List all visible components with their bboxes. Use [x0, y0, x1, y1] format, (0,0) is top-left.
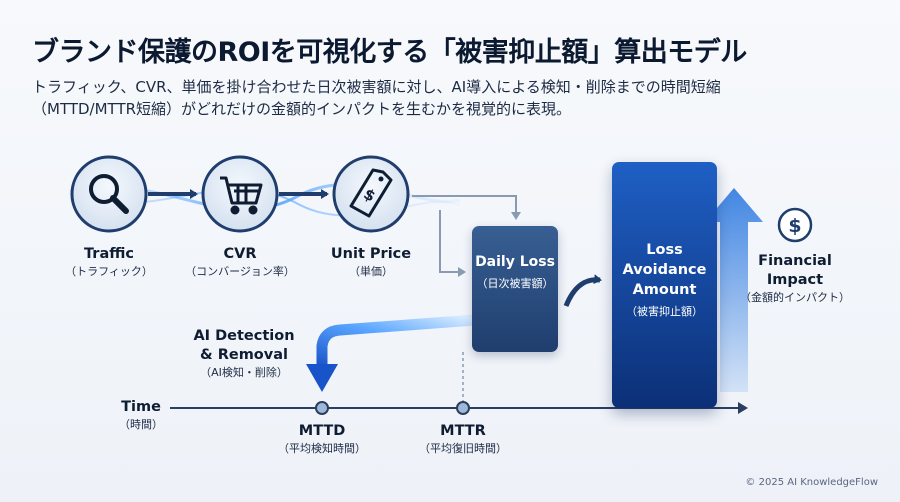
cvr-label: CVR （コンバージョン率） — [180, 245, 300, 280]
unit-price-label: Unit Price （単価） — [321, 245, 421, 280]
traffic-label-jp: （トラフィック） — [65, 265, 153, 278]
connector-cvr-to-daily — [439, 210, 466, 277]
cvr-label-jp: （コンバージョン率） — [185, 265, 295, 278]
financial-impact-line-2: Impact — [766, 272, 824, 288]
copyright-footer: © 2025 AI KnowledgeFlow — [745, 477, 878, 488]
subtitle-line-1: トラフィック、CVR、単価を掛け合わせた日次被害額に対し、AI導入による検知・削… — [32, 78, 721, 96]
ai-detection-line-2: & Removal — [200, 347, 288, 363]
traffic-node — [70, 155, 148, 233]
arrow-daily-to-loss — [563, 274, 602, 307]
page-title: ブランド保護のROIを可視化する「被害抑止額」算出モデル — [32, 37, 747, 68]
mttd-label-en: MTTD — [298, 423, 346, 439]
unit-price-label-en: Unit Price — [330, 246, 412, 262]
daily-loss-jp: （日次被害額） — [476, 277, 554, 290]
svg-text:$: $ — [788, 215, 801, 237]
cvr-label-en: CVR — [223, 246, 257, 262]
cvr-node — [201, 155, 279, 233]
ai-detection-label: AI Detection & Removal （AI検知・削除） — [184, 327, 304, 381]
mttr-label: MTTR （平均復旧時間） — [408, 422, 518, 457]
daily-loss-box: Daily Loss （日次被害額） — [472, 226, 558, 352]
mttd-label: MTTD （平均検知時間） — [267, 422, 377, 457]
ai-detection-line-1: AI Detection — [193, 328, 295, 344]
time-label-jp: （時間） — [119, 418, 163, 431]
ai-detection-arrow — [306, 314, 481, 392]
loss-avoidance-box: Loss Avoidance Amount （被害抑止額） — [612, 162, 717, 408]
ai-detection-jp: （AI検知・削除） — [200, 366, 288, 379]
subtitle-line-2: （MTTD/MTTR短縮）がどれだけの金額的インパクトを生むかを視覚的に表現。 — [32, 100, 572, 118]
page-subtitle: トラフィック、CVR、単価を掛け合わせた日次被害額に対し、AI導入による検知・削… — [32, 76, 872, 120]
unit-price-node: $ — [332, 155, 410, 233]
search-icon — [89, 174, 129, 214]
daily-loss-en: Daily Loss — [475, 254, 555, 270]
mttr-marker — [456, 401, 470, 415]
traffic-label-en: Traffic — [84, 246, 134, 262]
time-label-en: Time — [121, 399, 161, 415]
loss-avoidance-line-1: Loss — [646, 242, 683, 258]
financial-impact-line-1: Financial — [758, 253, 832, 269]
loss-avoidance-jp: （被害抑止額） — [626, 305, 703, 318]
financial-impact-arrow — [705, 188, 763, 392]
time-axis-label: Time （時間） — [106, 398, 176, 433]
loss-avoidance-line-3: Amount — [632, 282, 697, 298]
dollar-icon: $ — [777, 207, 813, 243]
mttr-label-en: MTTR — [440, 423, 486, 439]
financial-impact-jp: （金額的インパクト） — [740, 291, 850, 304]
unit-price-label-jp: （単価） — [349, 265, 393, 278]
financial-impact-label: Financial Impact （金額的インパクト） — [740, 252, 850, 306]
connector-price-to-daily — [412, 195, 521, 220]
loss-avoidance-line-2: Avoidance — [622, 262, 707, 278]
traffic-label: Traffic （トラフィック） — [59, 245, 159, 280]
mttr-label-jp: （平均復旧時間） — [419, 442, 507, 455]
mttd-label-jp: （平均検知時間） — [278, 442, 366, 455]
shopping-cart-icon — [220, 176, 263, 215]
mttd-marker — [315, 401, 329, 415]
